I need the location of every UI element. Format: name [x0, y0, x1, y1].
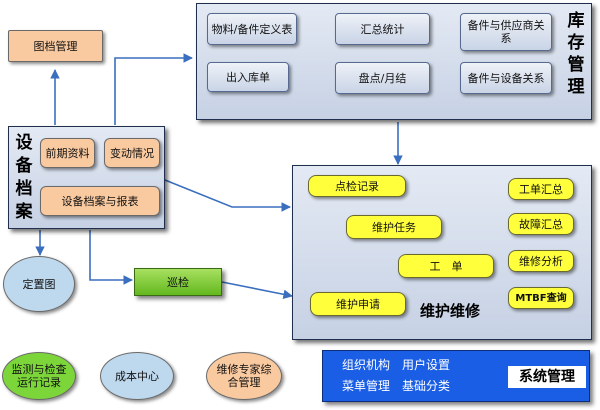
inventory-title-char: 管 — [567, 55, 585, 75]
stocktake-box[interactable]: 盘点/月结 — [335, 62, 430, 94]
cost-center-ellipse[interactable]: 成本中心 — [100, 352, 174, 400]
early-data-box[interactable]: 前期资料 — [40, 138, 95, 168]
inventory-title-char: 理 — [567, 77, 585, 97]
in-out-order-box[interactable]: 出入库单 — [207, 62, 289, 92]
arrow-equipment-to-maintenance — [164, 179, 291, 212]
inspection-record-box[interactable]: 点检记录 — [308, 175, 406, 197]
maint-expert-ellipse[interactable]: 维修专家综合管理 — [206, 352, 282, 400]
maintenance-title: 维护维修 — [420, 302, 481, 320]
equipment-title: 设 备 档 案 — [12, 132, 36, 224]
material-definition-box[interactable]: 物料/备件定义表 — [207, 13, 297, 45]
summary-stats-box[interactable]: 汇总统计 — [335, 13, 430, 45]
equipment-title-char: 备 — [15, 156, 33, 176]
inventory-title-char: 库 — [567, 11, 585, 31]
fault-summary-box[interactable]: 故障汇总 — [508, 213, 574, 235]
wo-summary-box[interactable]: 工单汇总 — [508, 178, 574, 200]
changes-box[interactable]: 变动情况 — [104, 138, 160, 168]
work-order-box[interactable]: 工 单 — [398, 254, 494, 278]
maintenance-task-box[interactable]: 维护任务 — [346, 215, 442, 239]
maintenance-request-box[interactable]: 维护申请 — [310, 292, 406, 316]
archive-report-box[interactable]: 设备档案与报表 — [40, 186, 160, 216]
maint-analysis-box[interactable]: 维修分析 — [508, 250, 574, 272]
equipment-title-char: 档 — [15, 179, 33, 199]
drawing-archive-box[interactable]: 图档管理 — [8, 30, 103, 62]
inventory-title: 库 存 管 理 — [564, 10, 588, 98]
system-line-2[interactable]: 菜单管理 基础分类 — [342, 379, 451, 393]
inventory-title-char: 存 — [567, 33, 585, 53]
patrol-box[interactable]: 巡检 — [134, 268, 222, 296]
arrow-equipment-to-inventory — [114, 53, 193, 125]
mtbf-query-box[interactable]: MTBF查询 — [508, 287, 574, 309]
monitor-check-ellipse[interactable]: 监测与检查运行记录 — [2, 352, 76, 400]
system-title: 系统管理 — [508, 366, 586, 388]
arrow-equipment-to-patrol — [89, 230, 133, 285]
arrow-patrol-to-maintenance — [221, 281, 293, 300]
location-map-ellipse[interactable]: 定置图 — [3, 256, 75, 312]
system-line-1[interactable]: 组织机构 用户设置 — [342, 358, 451, 372]
spare-supplier-box[interactable]: 备件与供应商关系 — [460, 13, 552, 51]
spare-equipment-box[interactable]: 备件与设备关系 — [460, 62, 552, 94]
equipment-title-char: 案 — [15, 202, 33, 222]
equipment-title-char: 设 — [15, 133, 33, 153]
